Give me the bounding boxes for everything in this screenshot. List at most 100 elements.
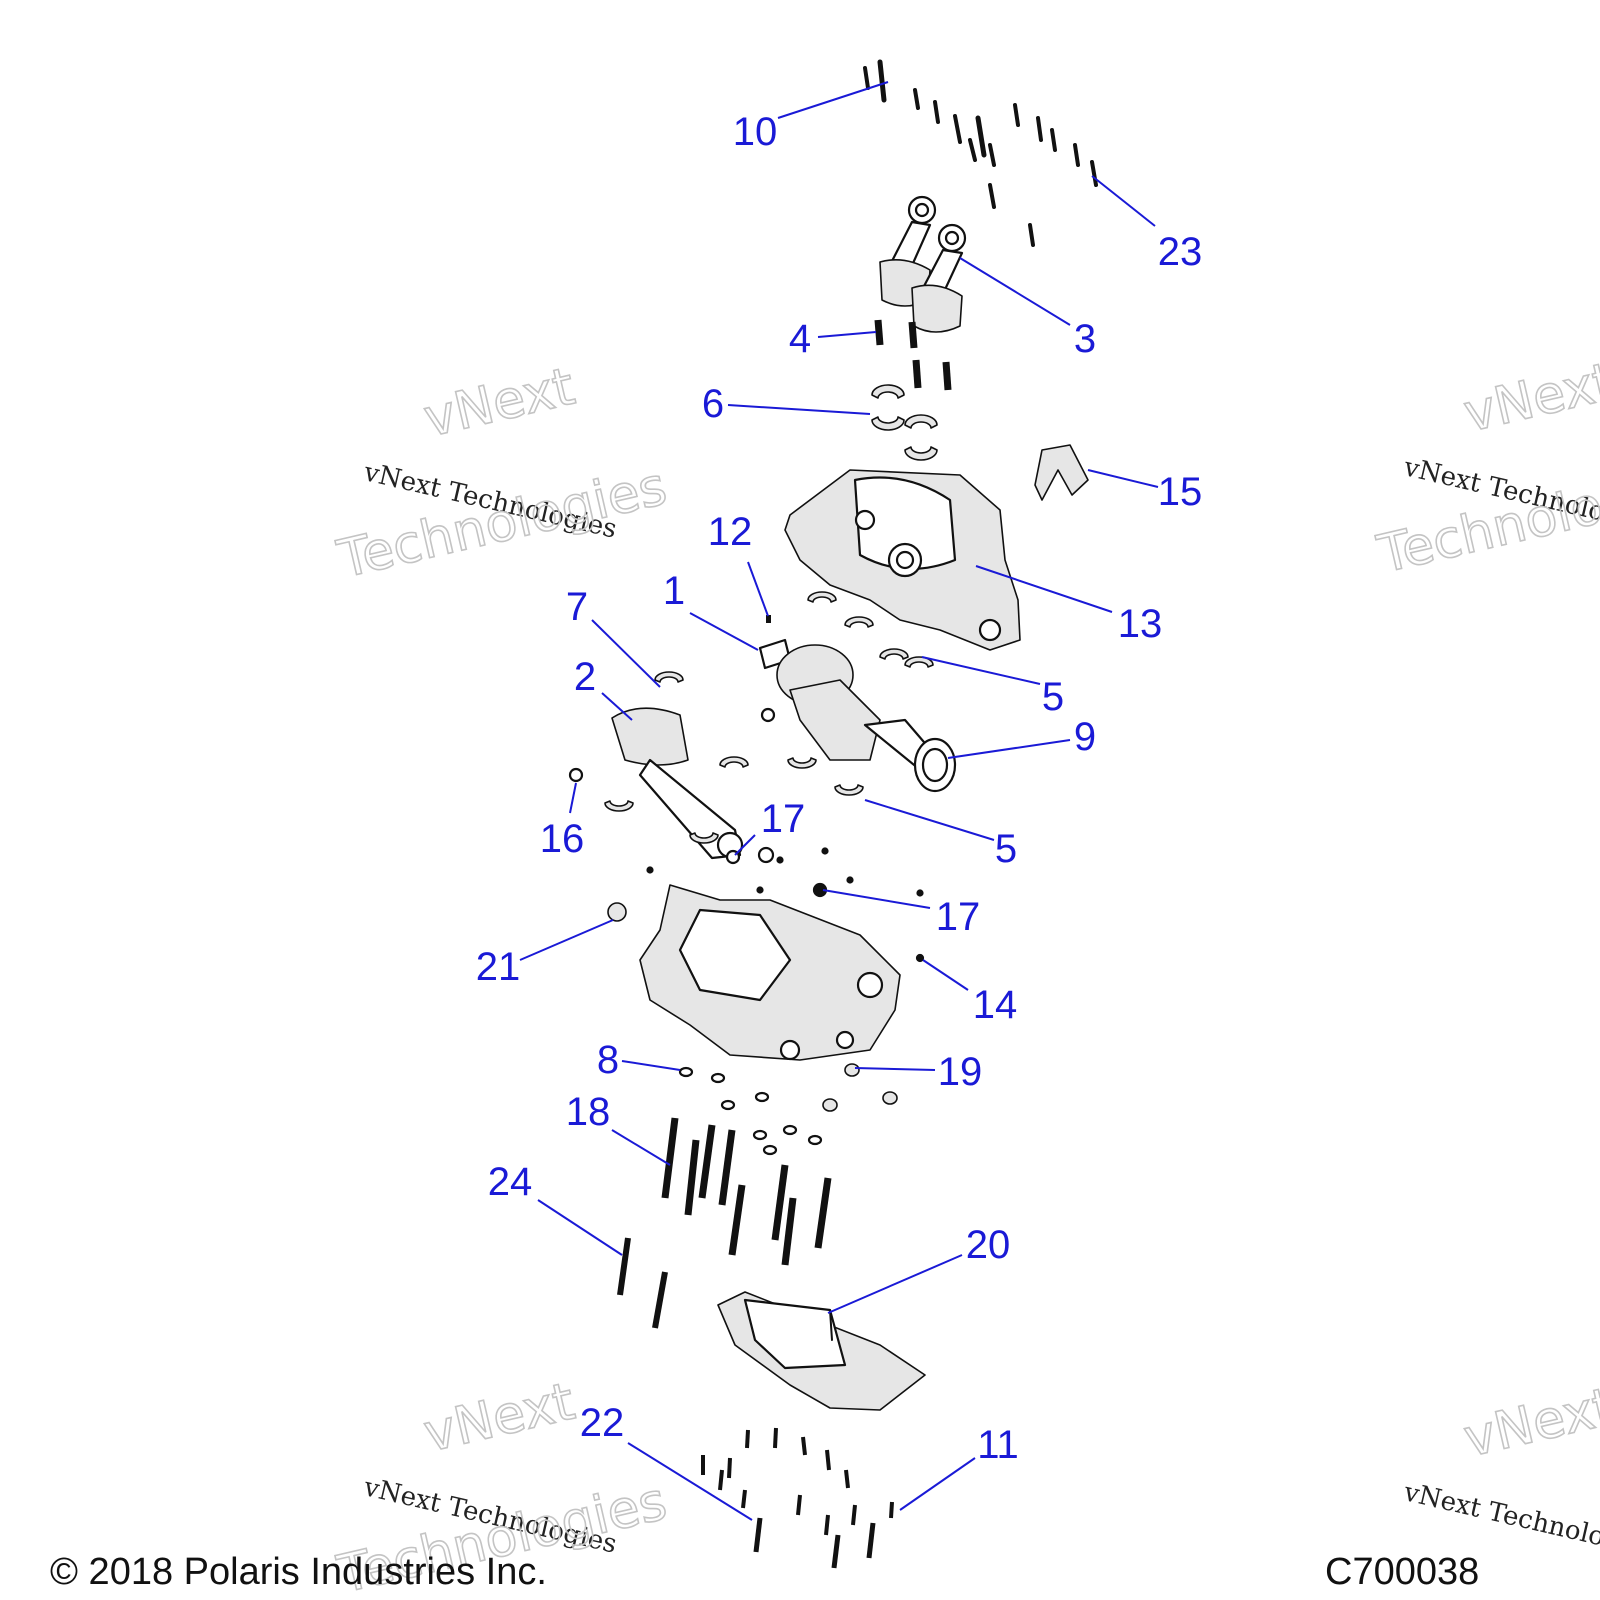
- oil-pan: [717, 1291, 926, 1411]
- leader-line: [591, 619, 661, 688]
- callout-number: 5: [1042, 675, 1064, 719]
- callout-number: 5: [995, 827, 1017, 871]
- bolts-24: [617, 1237, 668, 1329]
- leader-line: [621, 1060, 681, 1071]
- callout-number: 7: [566, 585, 588, 629]
- callout-number: 22: [580, 1401, 625, 1445]
- leader-line: [864, 799, 995, 841]
- callout-number: 4: [789, 317, 811, 361]
- callout-24: 24: [488, 1160, 623, 1256]
- bottom-bolts: [701, 1427, 894, 1569]
- leader-line: [747, 561, 769, 617]
- callout-1: 1: [663, 569, 759, 651]
- callout-number: 1: [663, 569, 685, 613]
- callout-number: 17: [761, 797, 806, 841]
- lower-crankcase: [639, 884, 901, 1061]
- callout-4: 4: [789, 317, 877, 361]
- washers: [678, 1063, 898, 1156]
- watermark-right-top: vNext vNext Technologies Technologies: [1371, 351, 1600, 586]
- callout-number: 3: [1074, 317, 1096, 361]
- upper-crankcase: [784, 469, 1021, 651]
- leader-line: [1091, 175, 1156, 227]
- callout-number: 10: [733, 110, 778, 154]
- watermark-big-text: vNext: [419, 357, 581, 450]
- leader-line: [537, 1199, 623, 1256]
- leader-line: [817, 331, 877, 338]
- callout-number: 12: [708, 510, 753, 554]
- leader-line: [734, 834, 756, 856]
- callout-19: 19: [854, 1050, 983, 1094]
- watermark-big-text: vNext: [1459, 352, 1600, 445]
- callout-11: 11: [899, 1423, 1019, 1511]
- callout-number: 23: [1158, 230, 1203, 274]
- oil-seal: [913, 737, 957, 793]
- watermark-left-top: vNext vNext Technologies Technologies: [331, 356, 673, 591]
- leader-line: [922, 959, 969, 991]
- callout-13: 13: [975, 565, 1163, 646]
- leader-line: [727, 404, 871, 415]
- leader-line: [601, 692, 633, 721]
- callout-16: 16: [540, 782, 585, 861]
- callout-number: 13: [1118, 602, 1163, 646]
- main-bearings-upper: [807, 591, 934, 668]
- main-bearings-lower: [604, 756, 864, 844]
- leader-line: [959, 257, 1071, 326]
- callout-number: 14: [973, 983, 1018, 1027]
- callout-number: 19: [938, 1050, 983, 1094]
- leader-line: [899, 1457, 976, 1511]
- dowel-pin-12: [766, 615, 771, 623]
- callout-10: 10: [733, 81, 889, 154]
- callout-number: 9: [1074, 715, 1096, 759]
- callout-number: 16: [540, 817, 585, 861]
- long-bolts: [661, 1117, 832, 1266]
- rod-bearings: [871, 384, 938, 461]
- leader-line: [822, 889, 931, 909]
- leader-line: [1087, 469, 1159, 488]
- callout-6: 6: [702, 382, 871, 426]
- callout-8: 8: [597, 1038, 681, 1082]
- leader-line: [827, 1254, 963, 1314]
- callout-number: 21: [476, 945, 521, 989]
- leader-line: [519, 919, 614, 961]
- leader-line: [569, 782, 577, 814]
- callout-15: 15: [1087, 469, 1203, 514]
- callout-number: 11: [977, 1423, 1019, 1467]
- callout-14: 14: [922, 959, 1018, 1027]
- callout-7: 7: [566, 585, 661, 688]
- bracket-15: [1034, 444, 1089, 501]
- leader-line: [689, 612, 759, 651]
- callout-number: 8: [597, 1038, 619, 1082]
- callout-5: 5: [921, 656, 1064, 719]
- callout-17: 17: [822, 889, 981, 939]
- leader-line: [627, 1442, 753, 1521]
- leader-line: [854, 1067, 936, 1071]
- leader-line: [947, 739, 1071, 759]
- connecting-rods: [879, 195, 967, 333]
- callout-number: 20: [966, 1223, 1011, 1267]
- callout-18: 18: [566, 1090, 671, 1166]
- leader-line: [611, 1129, 671, 1166]
- leader-line: [921, 656, 1041, 685]
- callout-2: 2: [574, 655, 633, 721]
- callout-number: 2: [574, 655, 596, 699]
- diagram-code: C700038: [1325, 1551, 1479, 1593]
- callout-3: 3: [959, 257, 1096, 361]
- callout-12: 12: [708, 510, 769, 617]
- callout-number: 18: [566, 1090, 611, 1134]
- callout-number: 15: [1158, 470, 1203, 514]
- callout-23: 23: [1091, 175, 1203, 274]
- bolt-group-top: [863, 59, 1098, 247]
- callout-21: 21: [476, 919, 614, 989]
- callout-20: 20: [827, 1223, 1011, 1314]
- callout-number: 24: [488, 1160, 533, 1204]
- callout-9: 9: [947, 715, 1096, 759]
- callout-5: 5: [864, 799, 1017, 871]
- callout-number: 17: [936, 895, 981, 939]
- watermark-big-text: vNext: [1459, 1377, 1600, 1470]
- watermark-big-text: vNext: [419, 1372, 581, 1465]
- leader-line: [975, 565, 1113, 613]
- callout-22: 22: [580, 1401, 753, 1521]
- leader-line: [777, 81, 889, 119]
